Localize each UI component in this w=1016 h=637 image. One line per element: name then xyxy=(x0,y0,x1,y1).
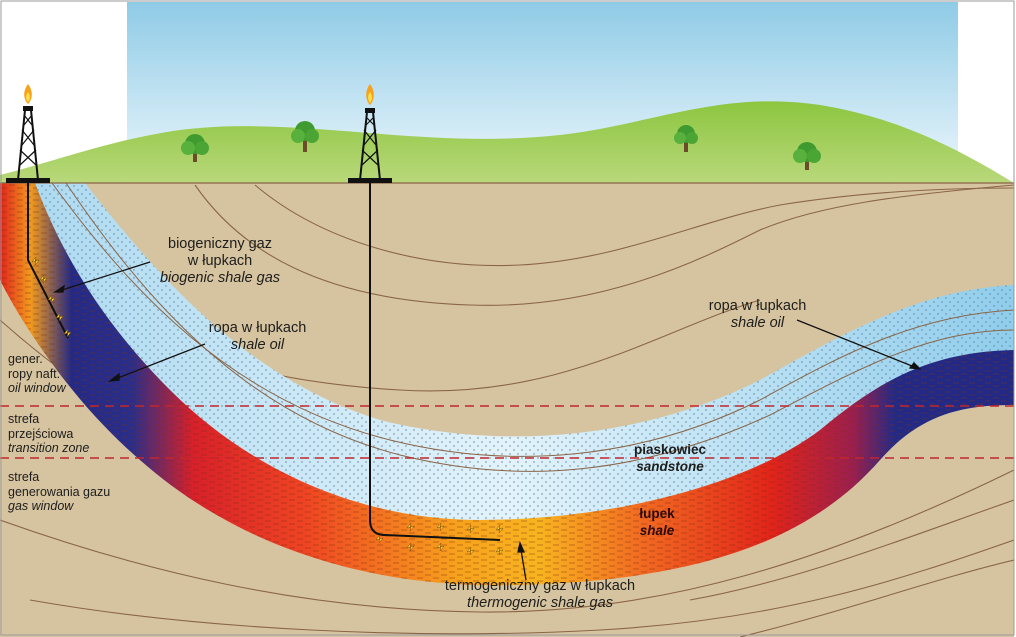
zone-transition-en: transition zone xyxy=(8,441,90,455)
label-shale-oil-right-pl: ropa w łupkach xyxy=(708,298,807,314)
zone-transition: strefa przejściowa transition zone xyxy=(8,412,89,456)
well-bore-horizontal xyxy=(369,183,501,541)
label-thermogenic-shale-gas: termogeniczny gaz w łupkach thermogenic … xyxy=(440,578,640,612)
label-shale-oil-left-en: shale oil xyxy=(230,337,285,353)
tree-icon xyxy=(793,142,821,170)
zone-gas-window-pl-2: generowania gazu xyxy=(8,484,111,499)
label-shale-oil-left-pl: ropa w łupkach xyxy=(208,320,307,336)
well-bore-left xyxy=(27,183,69,339)
label-sandstone-en: sandstone xyxy=(636,459,704,474)
label-biogenic-pl-2: w łupkach xyxy=(187,253,253,269)
tree-icon xyxy=(181,134,209,162)
label-shale-oil-right-en: shale oil xyxy=(730,315,785,331)
tree-icon xyxy=(674,125,698,152)
drilling-rig-icon xyxy=(6,84,50,183)
zone-oil-window: gener. ropy naft. oil window xyxy=(8,352,66,396)
label-shale-pl: łupek xyxy=(639,506,675,521)
zone-transition-pl-1: strefa xyxy=(8,412,40,426)
zone-gas-window: strefa generowania gazu gas window xyxy=(8,470,110,514)
zone-transition-pl-2: przejściowa xyxy=(8,426,74,441)
label-shale-oil-left: ropa w łupkach shale oil xyxy=(200,320,315,354)
label-shale-en: shale xyxy=(639,523,675,538)
label-shale: łupek shale xyxy=(622,505,692,539)
zone-gas-window-en: gas window xyxy=(8,499,74,513)
sandstone-texture xyxy=(35,183,1014,520)
label-sandstone: piaskowiec sandstone xyxy=(620,441,720,475)
label-biogenic-en: biogenic shale gas xyxy=(159,270,281,286)
leader-arrows xyxy=(52,261,922,581)
label-sandstone-pl: piaskowiec xyxy=(633,442,707,457)
zone-oil-window-pl-1: gener. xyxy=(8,352,43,366)
zone-gas-window-pl-1: strefa xyxy=(8,470,40,484)
label-biogenic-pl-1: biogeniczny gaz xyxy=(168,236,272,252)
fracture-marks xyxy=(31,256,504,556)
sandstone-bedding xyxy=(51,183,1014,472)
zone-oil-window-pl-2: ropy naft. xyxy=(8,366,61,381)
label-biogenic-shale-gas: biogeniczny gaz w łupkach biogenic shale… xyxy=(150,236,290,287)
tree-icon xyxy=(291,121,319,152)
zone-oil-window-en: oil window xyxy=(8,381,66,395)
shale-texture xyxy=(0,183,1014,586)
drilling-rig-icon xyxy=(348,84,392,183)
grass-hill xyxy=(0,101,1014,183)
label-thermogenic-pl: termogeniczny gaz w łupkach xyxy=(444,578,636,594)
label-thermogenic-en: thermogenic shale gas xyxy=(467,595,613,611)
label-shale-oil-right: ropa w łupkach shale oil xyxy=(700,298,815,332)
